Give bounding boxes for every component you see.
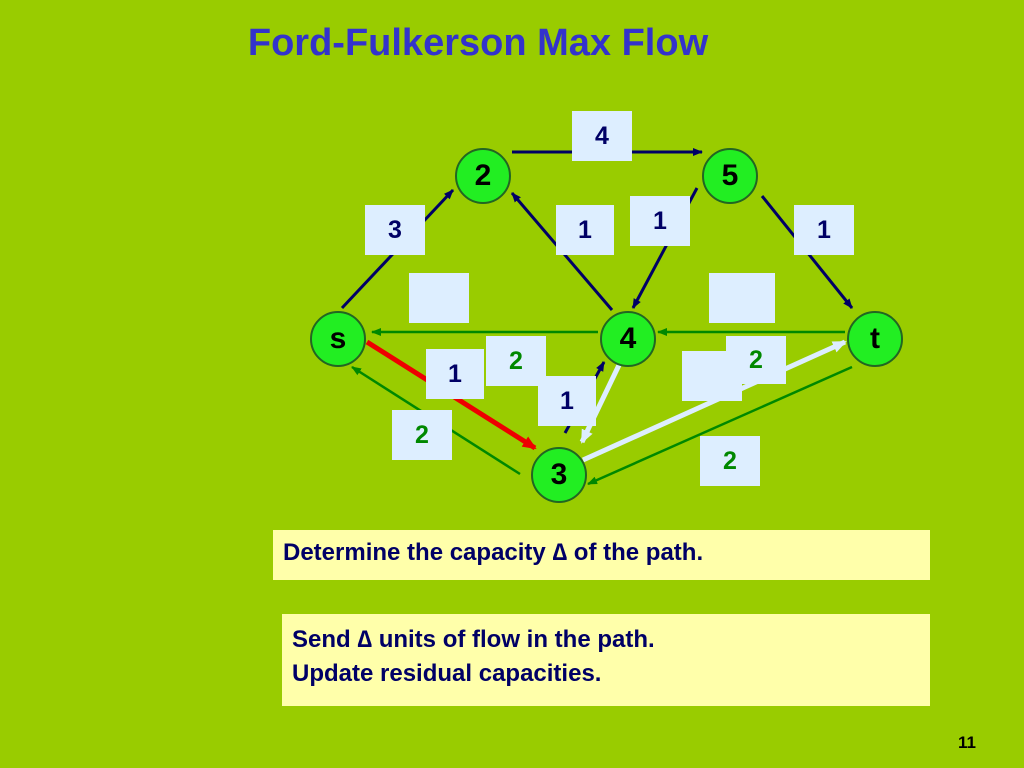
- path-edge-4-3: [579, 361, 623, 444]
- node-2: 2: [455, 148, 511, 204]
- capacity-4-s-residual: 2: [486, 336, 546, 386]
- instruction-box-send: Send ∆ units of flow in the path. Update…: [282, 614, 930, 706]
- capacity-5-t: 1: [794, 205, 854, 255]
- edge-t-3-residual: [587, 365, 853, 486]
- node-5: 5: [702, 148, 758, 204]
- capacity-t-4-residual: 2: [726, 336, 786, 384]
- capacity-empty-1: [409, 273, 469, 323]
- page-number: 11: [958, 733, 976, 752]
- node-3: 3: [531, 447, 587, 503]
- capacity-2-5: 4: [572, 111, 632, 161]
- capacity-4-2: 1: [556, 205, 614, 255]
- instruction-update-line: Update residual capacities.: [292, 660, 602, 687]
- instruction-capacity-text: Determine the capacity ∆ of the path.: [283, 539, 704, 566]
- node-s: s: [310, 311, 366, 367]
- node-t: t: [847, 311, 903, 367]
- instruction-box-capacity: Determine the capacity ∆ of the path.: [273, 530, 930, 580]
- capacity-s-3: 1: [426, 349, 484, 399]
- slide-title: Ford-Fulkerson Max Flow: [247, 22, 709, 64]
- capacity-s-2: 3: [365, 205, 425, 255]
- capacity-t-3-residual: 2: [700, 436, 760, 486]
- capacity-3-4: 1: [538, 376, 596, 426]
- instruction-send-line: Send ∆ units of flow in the path.: [292, 626, 655, 653]
- capacity-5-4: 1: [630, 196, 690, 246]
- capacity-empty-2: [709, 273, 775, 323]
- capacity-3-s-residual: 2: [392, 410, 452, 460]
- path-edge-3-t: [581, 339, 847, 463]
- node-4: 4: [600, 311, 656, 367]
